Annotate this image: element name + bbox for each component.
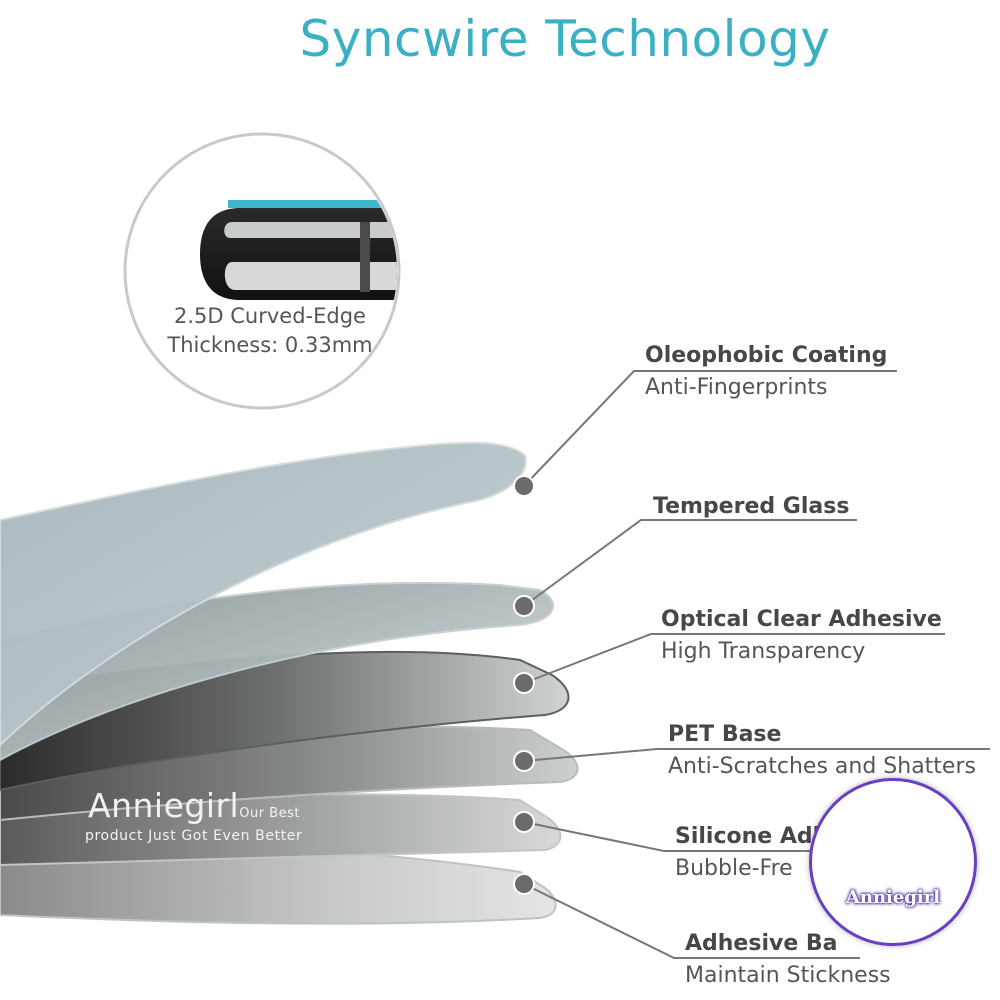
layer-label-pet-base: PET Base Anti-Scratches and Shatters xyxy=(668,721,976,783)
curved-edge-label: 2.5D Curved-Edge xyxy=(174,304,366,328)
layer-name: Optical Clear Adhesive xyxy=(661,607,942,632)
layer-label-tempered-glass: Tempered Glass xyxy=(653,493,849,521)
layer-name: Oleophobic Coating xyxy=(645,343,888,368)
layer-desc: Anti-Fingerprints xyxy=(645,375,828,400)
watermark: AnniegirlOur Best product Just Got Even … xyxy=(85,786,302,844)
callout-dot xyxy=(513,672,535,694)
page-title: Syncwire Technology xyxy=(299,10,831,68)
layer-name: Tempered Glass xyxy=(653,494,850,519)
callout-dot xyxy=(513,595,535,617)
callout-dot xyxy=(513,750,535,772)
layer-name: Adhesive Ba xyxy=(685,931,838,956)
layer-name: Silicone Adh xyxy=(675,824,829,849)
layer-label-optical-adhesive: Optical Clear Adhesive High Transparency xyxy=(661,606,942,668)
brand-badge: Anniegirl xyxy=(809,778,977,946)
badge-label: Anniegirl xyxy=(845,887,941,908)
callout-dot xyxy=(513,873,535,895)
layer-label-adhesive-backing: Adhesive Ba Maintain Stickness xyxy=(685,930,891,992)
layer-desc: Maintain Stickness xyxy=(685,963,891,988)
oleophobic-coating-layer xyxy=(0,441,527,747)
zoom-circle xyxy=(123,132,401,410)
circle-caption: 2.5D Curved-Edge Thickness: 0.33mm xyxy=(150,302,390,360)
layer-name: PET Base xyxy=(668,722,782,747)
callout-dot xyxy=(513,475,535,497)
watermark-tagline: product Just Got Even Better xyxy=(85,828,303,844)
layer-label-oleophobic: Oleophobic Coating Anti-Fingerprints xyxy=(645,342,887,404)
thickness-label: Thickness: 0.33mm xyxy=(167,333,373,357)
layer-desc: Anti-Scratches and Shatters xyxy=(668,754,976,779)
layer-desc: High Transparency xyxy=(661,639,866,664)
leader-lines xyxy=(523,370,990,959)
watermark-name: Anniegirl xyxy=(88,786,240,825)
layer-desc: Bubble-Fre xyxy=(675,856,793,881)
callout-dot xyxy=(513,811,535,833)
watermark-small: Our Best xyxy=(239,806,300,821)
layer-label-silicone: Silicone Adh Bubble-Fre xyxy=(675,823,828,885)
